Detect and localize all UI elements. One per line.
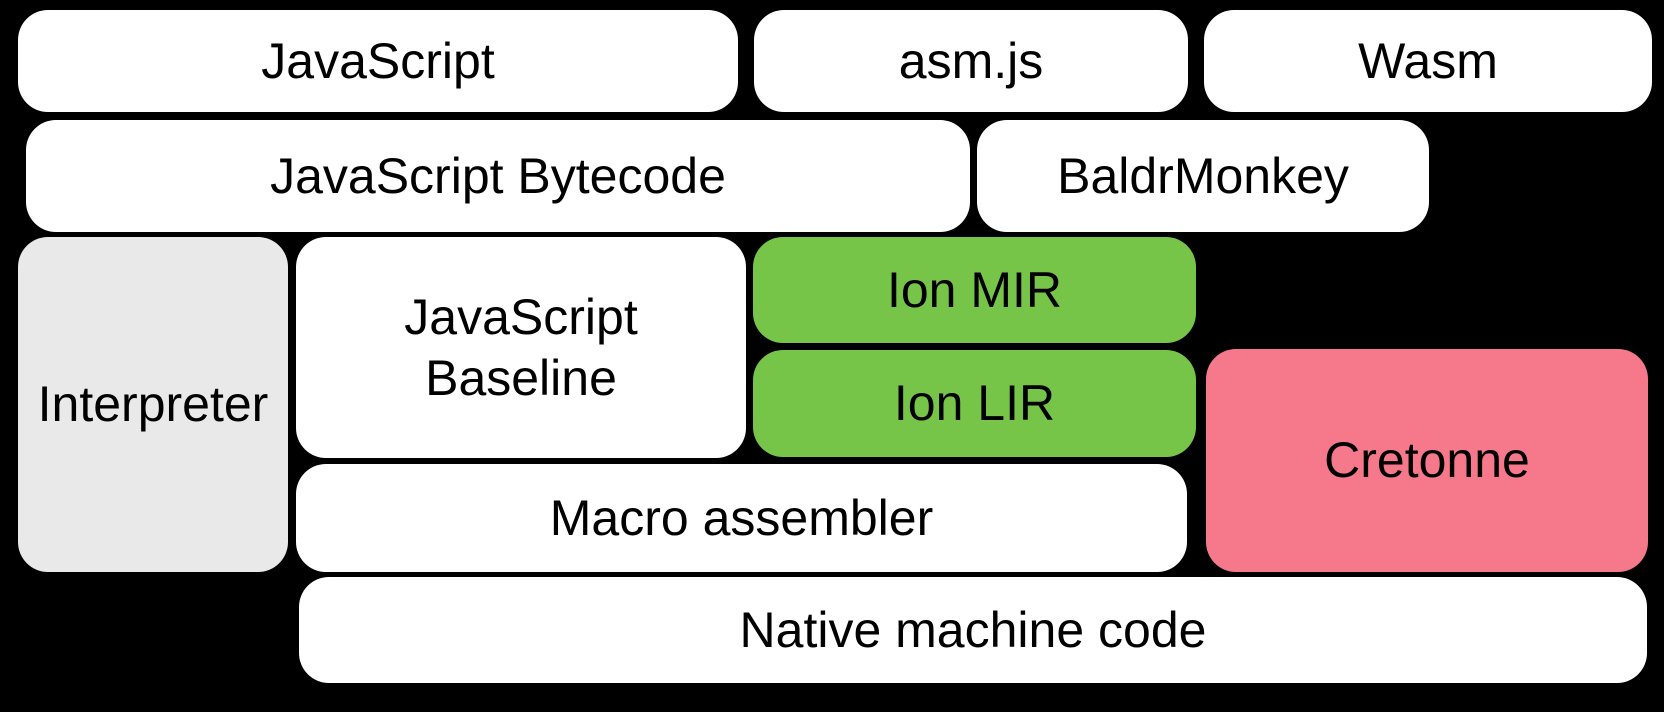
box-javascript-label: JavaScript xyxy=(261,32,495,89)
box-ion-mir-label: Ion MIR xyxy=(886,261,1063,318)
box-native-machine-code: Native machine code xyxy=(299,577,1647,683)
box-native-machine-code-label: Native machine code xyxy=(739,601,1207,658)
box-ion-mir: Ion MIR xyxy=(753,237,1196,343)
box-macro-assembler: Macro assembler xyxy=(296,464,1187,572)
box-baldrmonkey-label: BaldrMonkey xyxy=(1057,147,1349,204)
box-javascript-bytecode-label: JavaScript Bytecode xyxy=(270,147,726,204)
box-asmjs: asm.js xyxy=(754,10,1188,112)
box-javascript-bytecode: JavaScript Bytecode xyxy=(26,120,970,232)
box-javascript-baseline-line1: JavaScript xyxy=(404,288,638,345)
box-cretonne: Cretonne xyxy=(1206,349,1648,572)
box-javascript: JavaScript xyxy=(18,10,738,112)
box-ion-lir: Ion LIR xyxy=(753,350,1196,457)
box-interpreter: Interpreter xyxy=(18,237,288,572)
box-asmjs-label: asm.js xyxy=(898,32,1044,89)
box-ion-lir-label: Ion LIR xyxy=(893,375,1056,431)
box-baldrmonkey: BaldrMonkey xyxy=(977,120,1429,232)
box-javascript-baseline: JavaScript Baseline xyxy=(296,237,746,458)
box-cretonne-label: Cretonne xyxy=(1324,432,1530,488)
box-wasm: Wasm xyxy=(1204,10,1652,112)
box-wasm-label: Wasm xyxy=(1358,32,1498,89)
box-interpreter-label: Interpreter xyxy=(37,376,269,432)
box-javascript-baseline-line2: Baseline xyxy=(425,349,617,406)
box-macro-assembler-label: Macro assembler xyxy=(549,489,934,546)
